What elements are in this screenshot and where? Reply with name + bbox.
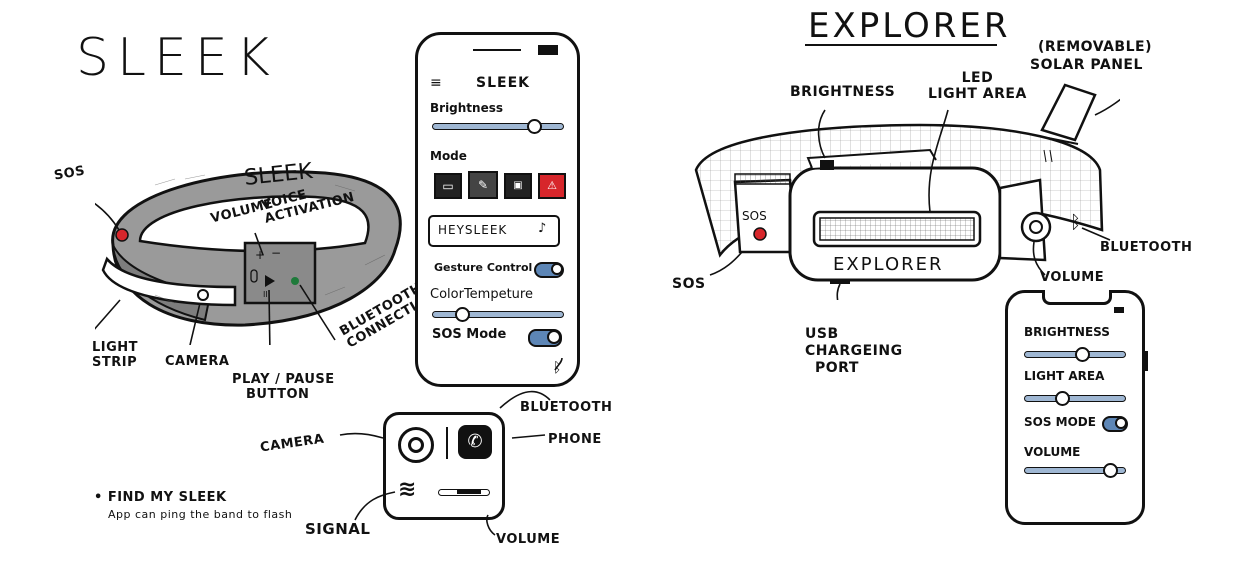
explorer-sos-button-text: SOS [742, 209, 767, 223]
widget-signal-label: SIGNAL [305, 520, 371, 538]
explorer-brightness-knob[interactable] [1075, 347, 1090, 362]
hamburger-menu-icon[interactable]: ≡ [430, 75, 442, 91]
brightness-slider-knob[interactable] [527, 119, 542, 134]
play-pause-line2: BUTTON [246, 387, 310, 402]
voice-input[interactable]: HEYSLEEK ♪ [428, 215, 560, 247]
sleek-phone: ≡ SLEEK Brightness Mode ▭ ✎ ▣ ⚠ HEYSLEEK… [415, 32, 580, 387]
color-temperature-label: ColorTempeture [430, 287, 533, 302]
usb-label-line3: PORT [815, 360, 859, 376]
explorer-bluetooth-icon: ᛒ [1070, 212, 1081, 233]
explorer-brightness-button [820, 160, 834, 170]
usb-label-line2: CHARGEING [805, 343, 903, 359]
sos-mode-toggle[interactable] [528, 329, 562, 347]
voice-input-text: HEYSLEEK [438, 223, 508, 237]
explorer-volume-knob[interactable] [1103, 463, 1118, 478]
brightness-label: Brightness [430, 101, 504, 115]
color-temperature-slider[interactable] [432, 307, 564, 322]
mode-outdoor-button[interactable]: ✎ [468, 171, 498, 199]
led-label-line2: LIGHT AREA [928, 86, 1027, 102]
phone-notch [473, 49, 521, 51]
sos-mode-label: SOS Mode [432, 327, 507, 342]
explorer-phone-side-button [1145, 351, 1148, 371]
sleek-title: SLEEK [76, 28, 278, 88]
explorer-sos-mode-label: SOS MODE [1024, 415, 1096, 429]
mode-display-button[interactable]: ▣ [504, 173, 532, 199]
explorer-brightness-label: BRIGHTNESS [790, 84, 896, 100]
solar-label-line2: SOLAR PANEL [1030, 57, 1143, 73]
bluetooth-led-icon [291, 277, 299, 285]
explorer-brightness-slider[interactable] [1024, 347, 1126, 362]
play-pause-line1: PLAY / PAUSE [232, 372, 335, 387]
microphone-icon[interactable]: ♪ [538, 221, 547, 236]
svg-text:II: II [263, 290, 268, 299]
brightness-slider[interactable] [432, 119, 564, 134]
usb-label-line1: USB [805, 326, 839, 342]
explorer-front-text: EXPLORER [833, 254, 944, 275]
explorer-sos-toggle-knob [1115, 417, 1127, 429]
solar-panel-label: (REMOVABLE) SOLAR PANEL [1030, 38, 1152, 74]
phone-icon: ✆ [467, 431, 483, 452]
explorer-title: EXPLORER [808, 6, 1011, 46]
mode-warning-button[interactable]: ⚠ [538, 173, 566, 199]
find-my-sleek-text: App can ping the band to flash [108, 508, 293, 521]
sleek-band-drawing: SLEEK + − II [95, 159, 402, 345]
widget-leader-lines [339, 357, 563, 536]
svg-text:+: + [255, 248, 265, 262]
light-strip-line1: LIGHT [92, 340, 139, 355]
explorer-title-underline [805, 44, 997, 46]
usb-port [830, 280, 850, 284]
camera-widget-button[interactable] [398, 427, 434, 463]
wifi-signal-icon: ≋ [398, 477, 417, 502]
solar-label-line1: (REMOVABLE) [1038, 39, 1152, 55]
sleek-camera-label: CAMERA [165, 354, 230, 369]
explorer-bluetooth-label: BLUETOOTH [1100, 240, 1193, 255]
sleek-camera-lens [197, 289, 209, 301]
explorer-headlamp-drawing: ᛒ EXPLORER SOS [694, 83, 1120, 300]
light-strip-label: LIGHT STRIP [92, 340, 138, 370]
widget-bluetooth-label: BLUETOOTH [520, 400, 613, 415]
find-my-sleek-title: • FIND MY SLEEK [94, 490, 227, 505]
battery-icon [538, 45, 558, 55]
gesture-control-label: Gesture Control [434, 261, 533, 274]
gesture-control-toggle[interactable] [534, 262, 564, 278]
widget-volume-label: VOLUME [496, 532, 561, 547]
explorer-phone-notch [1042, 290, 1112, 305]
light-area-label: LIGHT AREA [1024, 369, 1105, 383]
explorer-volume-label: VOLUME [1040, 270, 1105, 285]
mode-monitor-button[interactable]: ▭ [434, 173, 462, 199]
explorer-phone: BRIGHTNESS LIGHT AREA SOS MODE VOLUME [1005, 290, 1148, 525]
explorer-sos-dot [753, 227, 767, 241]
sleek-sos-dot [115, 228, 129, 242]
gesture-toggle-knob [551, 263, 563, 275]
sos-toggle-knob [547, 330, 561, 344]
widget-volume-slider[interactable] [438, 489, 490, 496]
mode-label: Mode [430, 149, 467, 163]
widget-volume-fill [457, 489, 481, 494]
usb-charging-port-label: USB CHARGEING PORT [805, 326, 903, 377]
explorer-sos-label: SOS [672, 276, 706, 292]
sleek-quick-widget: ✆ ≋ [383, 412, 505, 520]
sleek-sos-label: SOS [52, 163, 87, 184]
led-label-line1: LED [961, 70, 994, 86]
light-strip-line2: STRIP [92, 355, 138, 370]
widget-divider [446, 427, 448, 459]
explorer-phone-brightness-label: BRIGHTNESS [1024, 325, 1110, 339]
camera-icon [408, 437, 424, 453]
svg-text:−: − [271, 246, 281, 260]
play-pause-label: PLAY / PAUSE BUTTON [232, 372, 335, 402]
widget-bluetooth-icon: ᛒ [553, 360, 562, 376]
explorer-volume-label-phone: VOLUME [1024, 445, 1081, 459]
light-area-slider[interactable] [1024, 391, 1126, 406]
explorer-volume-slider[interactable] [1024, 463, 1126, 478]
color-temperature-knob[interactable] [455, 307, 470, 322]
explorer-battery-icon [1114, 307, 1124, 313]
sleek-phone-title: SLEEK [476, 75, 530, 91]
led-light-area-label: LED LIGHT AREA [928, 70, 1027, 102]
phone-widget-button[interactable]: ✆ [458, 425, 492, 459]
play-pause-button-icon [265, 275, 275, 287]
widget-phone-label: PHONE [548, 432, 602, 447]
light-area-knob[interactable] [1055, 391, 1070, 406]
mic-icon [250, 269, 258, 283]
explorer-sos-mode-toggle[interactable] [1102, 416, 1128, 432]
